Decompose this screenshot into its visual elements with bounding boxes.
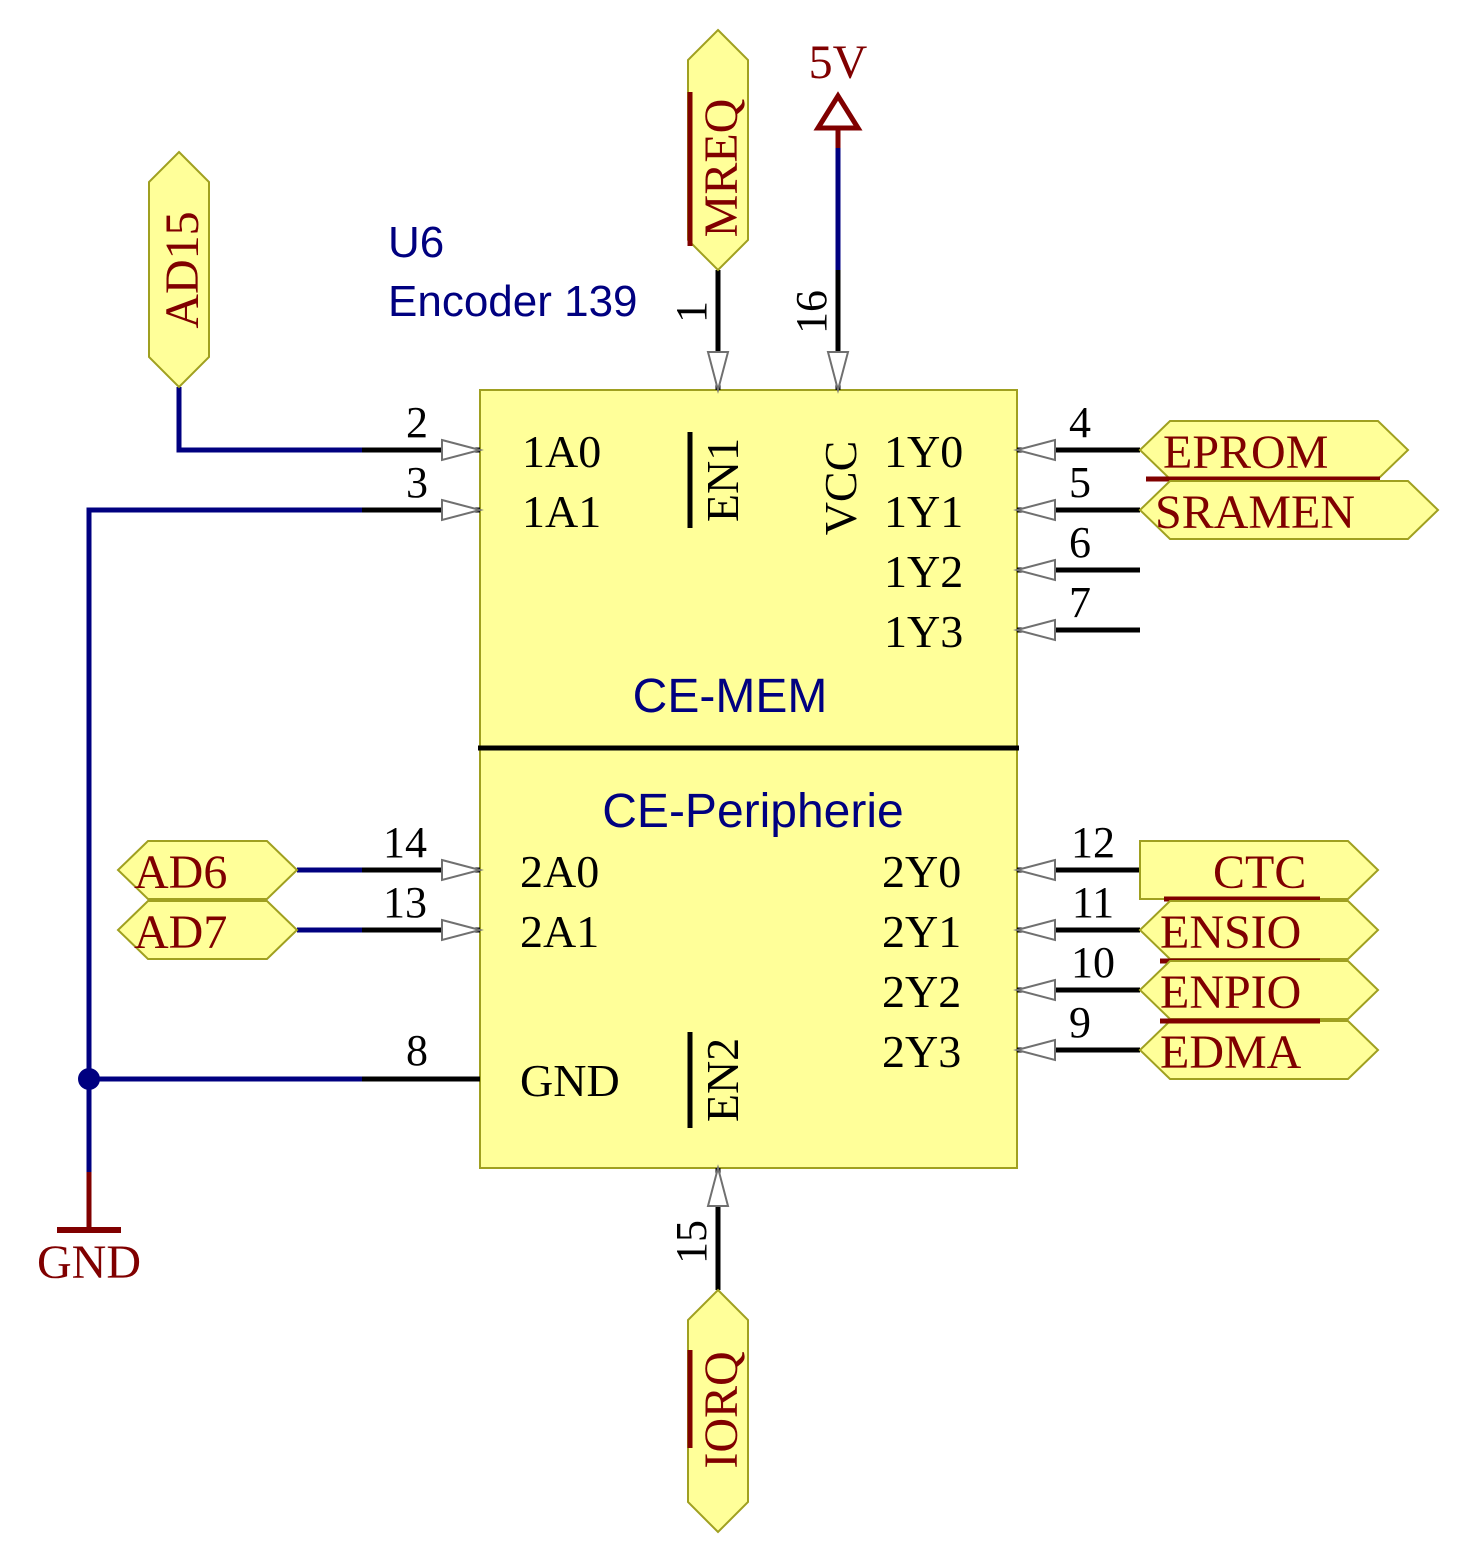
net-label-eprom: EPROM: [1163, 426, 1328, 479]
pin-name-2y2: 2Y2: [882, 966, 961, 1017]
net-label-sramen: SRAMEN: [1155, 486, 1355, 539]
pin-name-1y2: 1Y2: [884, 546, 963, 597]
net-port-ad6[interactable]: [116, 840, 299, 900]
pin-name-en1: EN1: [697, 438, 748, 522]
pin-name-1y3: 1Y3: [884, 606, 963, 657]
pin-name-en2: EN2: [697, 1038, 748, 1122]
net-label-edma: EDMA: [1160, 1026, 1302, 1079]
pin-number: 11: [1072, 878, 1114, 927]
input-arrow-icon: [441, 858, 484, 882]
pin-name-2a0: 2A0: [520, 846, 599, 897]
output-arrow-icon: [1013, 618, 1056, 642]
pin-name-1a0: 1A0: [522, 426, 601, 477]
component-body[interactable]: [479, 389, 1018, 1169]
pin-number: 4: [1069, 398, 1091, 447]
pin-number: 8: [406, 1026, 428, 1075]
input-arrow-icon: [706, 351, 730, 394]
input-arrow-icon: [826, 351, 850, 394]
component-designator: U6: [388, 218, 444, 267]
input-arrow-icon: [441, 498, 484, 522]
output-arrow-icon: [1013, 918, 1056, 942]
pin-name-2a1: 2A1: [520, 906, 599, 957]
pin-number: 7: [1069, 578, 1091, 627]
output-arrow-icon: [1013, 1038, 1056, 1062]
pin-name-1y0: 1Y0: [884, 426, 963, 477]
pin-name-1y1: 1Y1: [884, 486, 963, 537]
junction-dot: [78, 1068, 100, 1090]
pin-number: 3: [406, 458, 428, 507]
pin-number: 15: [667, 1220, 716, 1264]
wire-ad15: [176, 387, 362, 453]
net-port-sramen[interactable]: [1138, 480, 1440, 540]
pin-name-2y0: 2Y0: [882, 846, 961, 897]
net-label-ensio: ENSIO: [1160, 906, 1301, 959]
power-arrow-icon: [813, 91, 863, 131]
pin-number: 14: [383, 818, 427, 867]
net-label-iorq: IORQ: [695, 1351, 748, 1468]
net-label-gnd: GND: [37, 1236, 141, 1289]
net-label-enpio: ENPIO: [1160, 966, 1301, 1019]
net-label-ctc: CTC: [1213, 846, 1306, 899]
pin-number: 2: [406, 398, 428, 447]
pin-number: 1: [667, 301, 716, 323]
pin-number: 6: [1069, 518, 1091, 567]
pin-name-2y1: 2Y1: [882, 906, 961, 957]
net-port-iorq[interactable]: [687, 1288, 749, 1534]
net-label-ad7: AD7: [134, 906, 227, 959]
part1-title: CE-MEM: [633, 670, 828, 723]
wire-a1-gnd-bus: [86, 507, 362, 1172]
net-label-5v: 5V: [809, 36, 868, 89]
net-port-ctc[interactable]: [1139, 840, 1380, 900]
pin-number: 12: [1071, 818, 1115, 867]
pin-name-1a1: 1A1: [522, 486, 601, 537]
input-arrow-icon: [441, 918, 484, 942]
part2-title: CE-Peripherie: [602, 785, 903, 838]
net-label-ad15: AD15: [156, 211, 209, 328]
output-arrow-icon: [1013, 558, 1056, 582]
output-arrow-icon: [1013, 438, 1056, 462]
output-arrow-icon: [1013, 858, 1056, 882]
pin-name-vcc: VCC: [815, 441, 866, 536]
pin-name-2y3: 2Y3: [882, 1026, 961, 1077]
pin-number: 5: [1069, 458, 1091, 507]
pin-number: 10: [1071, 938, 1115, 987]
input-arrow-icon: [706, 1164, 730, 1207]
pin-name-gnd: GND: [520, 1055, 620, 1106]
pin-number: 9: [1069, 998, 1091, 1047]
net-port-ad15[interactable]: [148, 150, 210, 389]
net-port-ad7[interactable]: [116, 900, 299, 960]
input-arrow-icon: [441, 438, 484, 462]
net-label-mreq: MREQ: [695, 99, 748, 238]
net-port-mreq[interactable]: [687, 28, 749, 272]
output-arrow-icon: [1013, 978, 1056, 1002]
component-name: Encoder 139: [388, 277, 638, 326]
pin-number: 13: [383, 878, 427, 927]
net-label-ad6: AD6: [134, 846, 227, 899]
output-arrow-icon: [1013, 498, 1056, 522]
pin-number: 16: [787, 290, 836, 334]
